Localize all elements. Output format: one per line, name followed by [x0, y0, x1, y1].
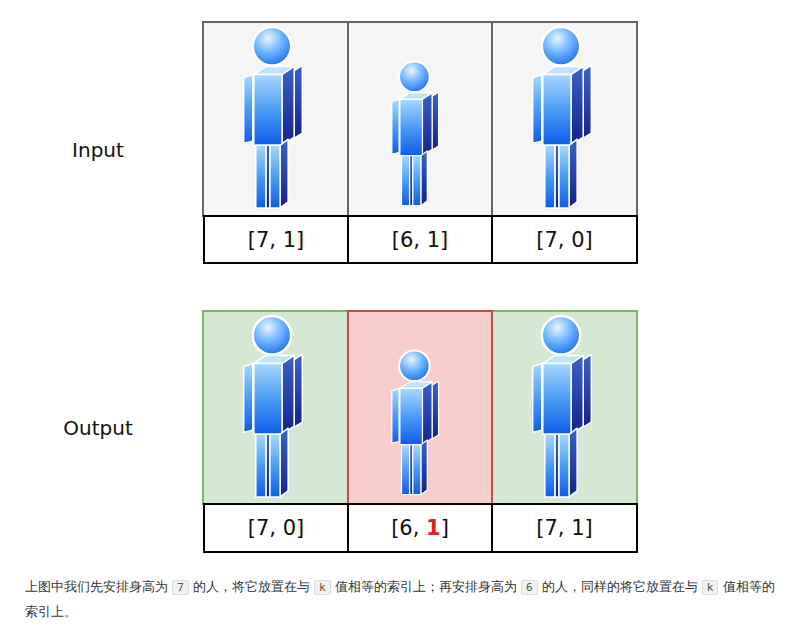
text-run: [6,: [391, 516, 426, 540]
pair-label: [7, 0]: [536, 228, 592, 252]
row-label: Input: [72, 138, 124, 162]
pair-cell: [7, 1]: [491, 503, 638, 553]
pair-cell: [7, 0]: [491, 215, 638, 264]
pair-cell: [7, 0]: [203, 503, 349, 553]
highlight-k: 1: [426, 516, 441, 540]
inline-code: k: [702, 580, 719, 595]
pair-label: [6, 1]: [391, 516, 449, 540]
inline-code: 7: [172, 580, 189, 595]
caption: 上图中我们先安排身高为 7 的人，将它放置在与 k 值相等的索引上；再安排身高为…: [25, 575, 787, 624]
output-panels: [203, 311, 637, 504]
inline-code: 6: [521, 580, 538, 595]
text-run: 的人，同样的将它放置在与: [538, 579, 702, 594]
pair-label: [7, 1]: [248, 228, 304, 252]
pair-label: [6, 1]: [392, 228, 448, 252]
row-label: Output: [63, 416, 132, 440]
text-run: 的人，将它放置在与: [189, 579, 314, 594]
text-run: ]: [441, 516, 449, 540]
pair-label: [7, 0]: [248, 516, 304, 540]
text-run: 上图中我们先安排身高为: [25, 579, 172, 594]
inline-code: k: [314, 580, 331, 595]
pair-label: [7, 1]: [536, 516, 592, 540]
input-panels: [203, 22, 637, 216]
pair-cell: [6, 1]: [347, 503, 493, 553]
pair-cell: [7, 1]: [203, 215, 349, 264]
text-run: 值相等的索引上；再安排身高为: [331, 579, 521, 594]
pair-cell: [6, 1]: [347, 215, 493, 264]
